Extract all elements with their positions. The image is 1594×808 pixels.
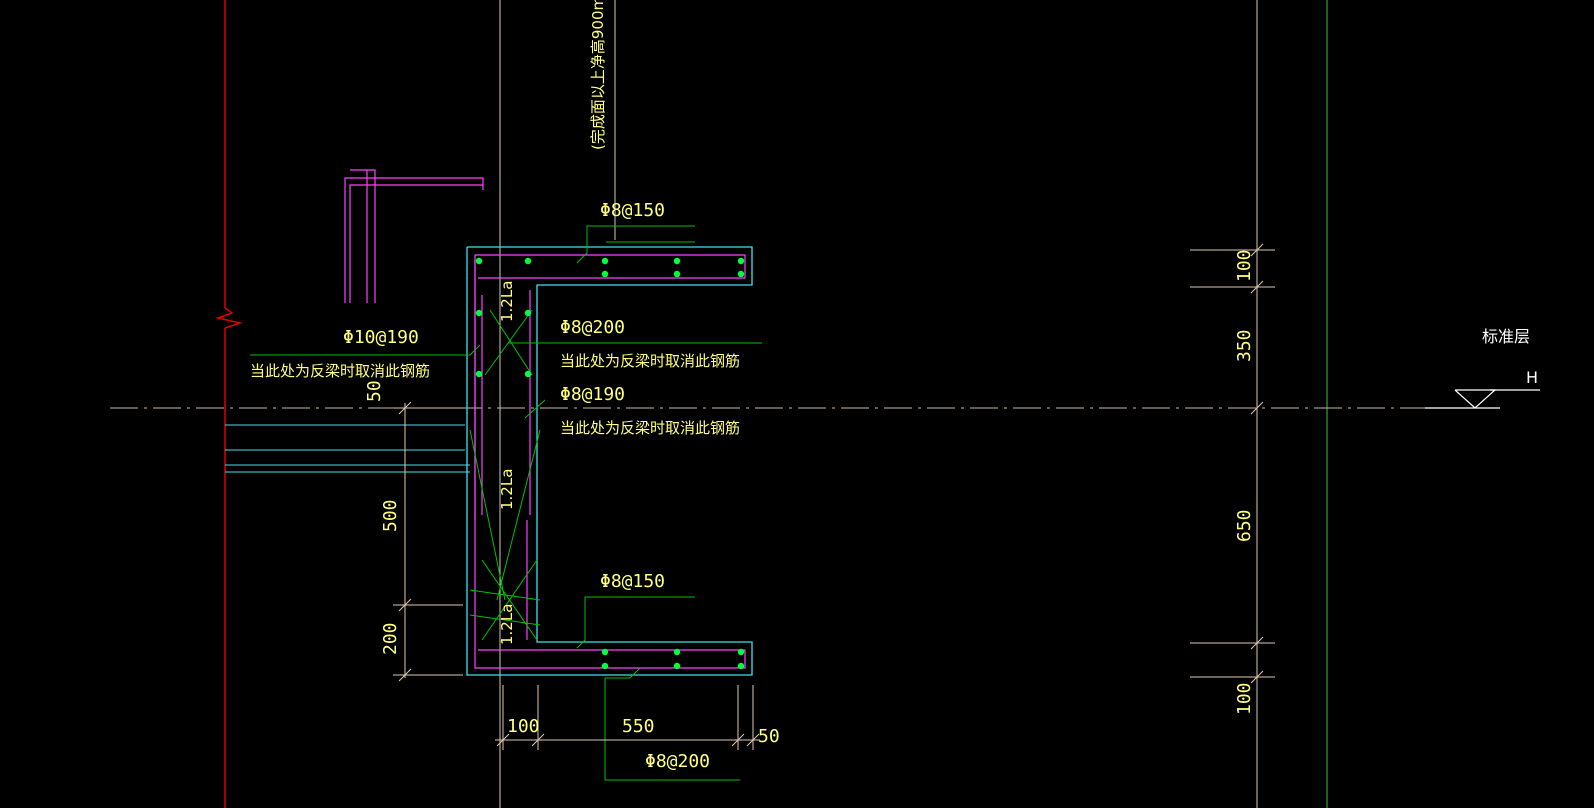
anchorage-label-2: 1.2La: [498, 469, 516, 510]
level-symbol: [1425, 389, 1540, 409]
dim-bottom-50: 50: [758, 726, 780, 747]
leaders: [250, 225, 762, 781]
dim-left-500: 500: [380, 499, 401, 532]
dim-right-100-top: 100: [1234, 249, 1255, 282]
dim-bottom-100: 100: [507, 716, 540, 737]
label-bottom-under-rebar: Φ8@200: [645, 751, 710, 772]
level-mark: H: [1526, 368, 1538, 387]
dim-left-50: 50: [364, 380, 385, 402]
upper-rebar-hook: [344, 169, 484, 303]
note-reverse-beam-mid-2: 当此处为反梁时取消此钢筋: [560, 419, 740, 437]
dim-bottom-550: 550: [622, 716, 655, 737]
dim-right-100-bottom: 100: [1234, 682, 1255, 715]
label-wall-mid-rebar-1: Φ8@200: [560, 317, 625, 338]
rebar-cage: [474, 254, 746, 669]
left-slab: [225, 424, 470, 473]
rebar-dots: [475, 257, 745, 670]
label-wall-left-rebar: Φ10@190: [343, 327, 419, 348]
level-name: 标准层: [1482, 327, 1530, 346]
dim-right-650: 650: [1234, 509, 1255, 542]
dim-right-350: 350: [1234, 329, 1255, 362]
concrete-outline: [466, 246, 753, 676]
label-bottom-slab-rebar: Φ8@150: [600, 571, 665, 592]
note-reverse-beam-mid-1: 当此处为反梁时取消此钢筋: [560, 352, 740, 370]
grid-lines: [110, 0, 1480, 808]
anchorage-label-1: 1.2La: [498, 281, 516, 322]
label-top-slab-rebar: Φ8@150: [600, 200, 665, 221]
note-reverse-beam-left: 当此处为反梁时取消此钢筋: [250, 362, 430, 380]
dim-left-200: 200: [380, 622, 401, 655]
note-vertical-clear-height: (完成面以上净高900mm): [589, 0, 607, 150]
label-wall-mid-rebar-2: Φ8@190: [560, 384, 625, 405]
anchorage-label-3: 1.2La: [498, 604, 516, 645]
dimension-lines: [393, 243, 1275, 750]
